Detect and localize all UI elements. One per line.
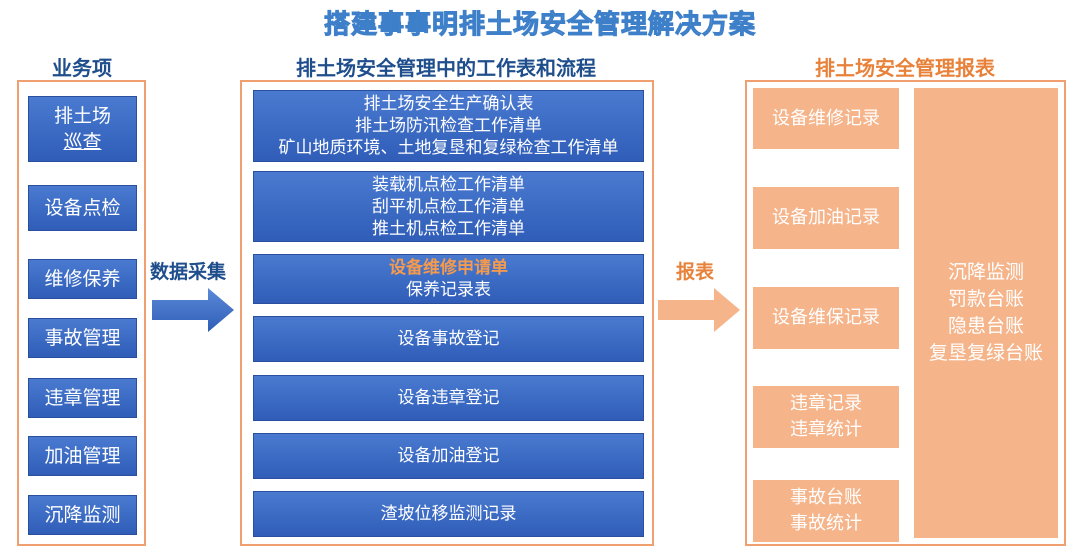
worksheet-violation-register[interactable]: 设备违章登记 [253,375,644,421]
worksheets-heading: 排土场安全管理中的工作表和流程 [296,56,596,80]
business-item-line: 加油管理 [44,445,121,467]
business-item-line: 违章管理 [44,387,121,409]
business-item-violation-management[interactable]: 违章管理 [28,378,137,418]
business-items-heading: 业务项 [52,56,112,80]
worksheet-line: 装载机点检工作清单 [372,174,525,195]
worksheet-line: 设备事故登记 [397,329,500,349]
data-collection-label: 数据采集 [150,261,227,283]
business-item-line: 事故管理 [44,327,121,349]
report-summary-line: 沉降监测 [947,261,1024,283]
business-items-panel: 排土场 巡查 设备点检 维修保养 事故管理 违章管理 加油管理 沉降监测 [17,80,146,546]
business-item-accident-management[interactable]: 事故管理 [28,318,137,358]
report-line: 事故统计 [790,513,862,534]
worksheet-line: 排土场安全生产确认表 [363,94,534,114]
worksheet-line: 设备违章登记 [397,388,500,408]
business-item-dump-inspection[interactable]: 排土场 巡查 [28,96,137,162]
report-line: 设备维保记录 [772,307,880,328]
business-item-line: 设备点检 [44,197,121,219]
reports-heading: 排土场安全管理报表 [815,56,995,80]
report-line: 违章记录 [790,393,862,414]
worksheet-group-dump-safety[interactable]: 排土场安全生产确认表 排土场防汛检查工作清单 矿山地质环境、土地复垦和复绿检查工… [253,90,644,162]
worksheet-group-maintenance[interactable]: 设备维修申请单 保养记录表 [253,254,644,304]
worksheet-group-machine-checks[interactable]: 装载机点检工作清单 刮平机点检工作清单 推土机点检工作清单 [253,171,644,242]
page-title: 搭建事事明排土场安全管理解决方案 [323,10,756,41]
reports-panel: 设备维修记录 设备加油记录 设备维保记录 违章记录 违章统计 事故台账 事故统计… [745,80,1066,546]
business-item-settlement-monitoring[interactable]: 沉降监测 [28,495,137,535]
report-line: 设备加油记录 [772,207,880,228]
worksheets-panel: 排土场安全生产确认表 排土场防汛检查工作清单 矿山地质环境、土地复垦和复绿检查工… [240,80,654,546]
report-line: 事故台账 [790,487,862,508]
worksheet-line: 矿山地质环境、土地复垦和复绿检查工作清单 [278,138,619,158]
report-summary-line: 罚款台账 [947,288,1024,310]
worksheet-line: 排土场防汛检查工作清单 [355,116,542,136]
report-violation[interactable]: 违章记录 违章统计 [753,386,899,448]
report-line: 设备维修记录 [772,107,880,129]
worksheet-slope-monitoring[interactable]: 渣坡位移监测记录 [253,491,644,537]
report-summary-line: 隐患台账 [947,315,1024,337]
business-item-line: 沉降监测 [44,504,121,526]
business-item-equipment-check[interactable]: 设备点检 [28,185,137,231]
report-line: 违章统计 [790,419,862,440]
worksheet-line: 推土机点检工作清单 [372,218,525,239]
report-label: 报表 [676,261,715,283]
worksheet-line: 保养记录表 [406,280,491,300]
report-refuel-record[interactable]: 设备加油记录 [753,187,899,249]
worksheet-accident-register[interactable]: 设备事故登记 [253,316,644,362]
data-collection-arrow-icon [152,288,234,332]
worksheet-line: 设备加油登记 [397,446,500,466]
report-accident[interactable]: 事故台账 事故统计 [753,480,899,542]
report-summary-ledgers[interactable]: 沉降监测 罚款台账 隐患台账 复垦复绿台账 [914,88,1058,538]
report-arrow-icon [658,288,740,332]
business-item-line: 排土场 [53,105,111,127]
business-item-maintenance[interactable]: 维修保养 [28,259,137,299]
report-service-record[interactable]: 设备维保记录 [753,287,899,349]
report-summary-line: 复垦复绿台账 [928,342,1043,364]
worksheet-refuel-register[interactable]: 设备加油登记 [253,433,644,479]
worksheet-line-highlighted: 设备维修申请单 [389,258,508,278]
business-item-line: 维修保养 [44,268,121,290]
worksheet-line: 渣坡位移监测记录 [380,504,517,524]
business-item-line: 巡查 [63,131,102,153]
business-item-refuel-management[interactable]: 加油管理 [28,436,137,476]
worksheet-line: 刮平机点检工作清单 [372,196,525,217]
report-maintenance-record[interactable]: 设备维修记录 [753,88,899,149]
